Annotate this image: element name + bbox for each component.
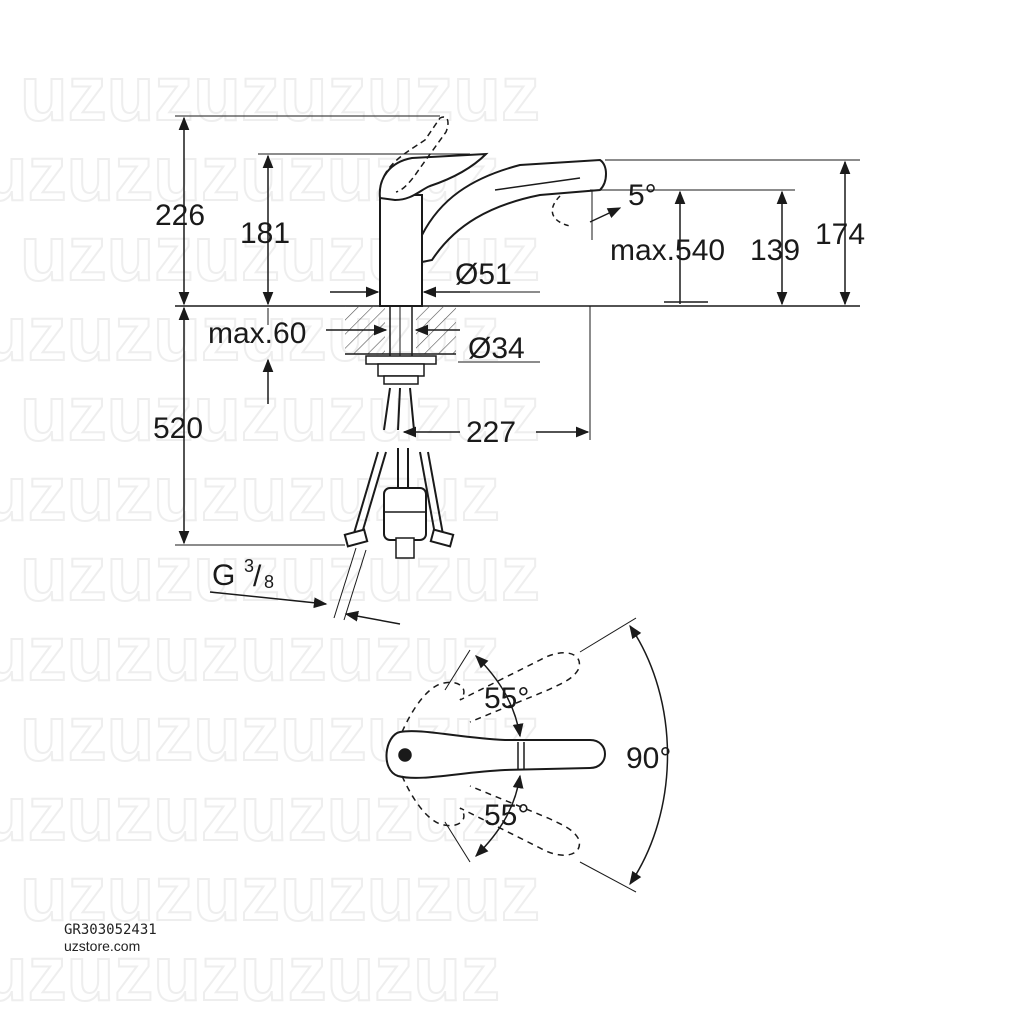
store-site: uzstore.com <box>64 938 141 954</box>
label-thread-num: 3 <box>244 556 254 576</box>
label-spray-angle: 5° <box>628 179 657 212</box>
svg-text:uzuzuzuzuzuz: uzuzuzuzuzuz <box>20 849 540 937</box>
label-thread: G <box>212 559 235 592</box>
label-174: 174 <box>815 218 865 251</box>
supply-hoses <box>343 387 455 548</box>
label-angle-lower: 55° <box>484 799 529 832</box>
label-angle-upper: 55° <box>484 682 529 715</box>
faucet-side-view <box>365 116 607 385</box>
svg-text:uzuzuzuzuzuz: uzuzuzuzuzuz <box>0 929 500 1017</box>
svg-text:uzuzuzuzuzuz: uzuzuzuzuzuz <box>0 769 500 857</box>
label-227: 227 <box>466 416 516 449</box>
label-181: 181 <box>240 217 290 250</box>
label-max60: max.60 <box>208 317 306 350</box>
label-226: 226 <box>155 199 205 232</box>
label-thread-slash: / <box>253 560 262 593</box>
label-diameter-51: Ø51 <box>455 258 512 291</box>
svg-text:uzuzuzuzuzuz: uzuzuzuzuzuz <box>0 609 500 697</box>
svg-text:uzuzuzuzuzuz: uzuzuzuzuzuz <box>20 49 540 137</box>
label-angle-total: 90° <box>626 742 671 775</box>
product-code: GR303052431 <box>64 922 157 938</box>
label-139: 139 <box>750 234 800 267</box>
faucet-top-view <box>385 652 606 856</box>
label-520: 520 <box>153 412 203 445</box>
spray-hose-weight <box>383 487 427 559</box>
label-diameter-34: Ø34 <box>468 332 525 365</box>
label-thread-den: 8 <box>264 572 274 592</box>
label-max540: max.540 <box>610 234 725 267</box>
svg-text:uzuzuzuzuzuz: uzuzuzuzuzuz <box>20 529 540 617</box>
svg-text:uzuzuzuzuzuz: uzuzuzuzuzuz <box>20 369 540 457</box>
